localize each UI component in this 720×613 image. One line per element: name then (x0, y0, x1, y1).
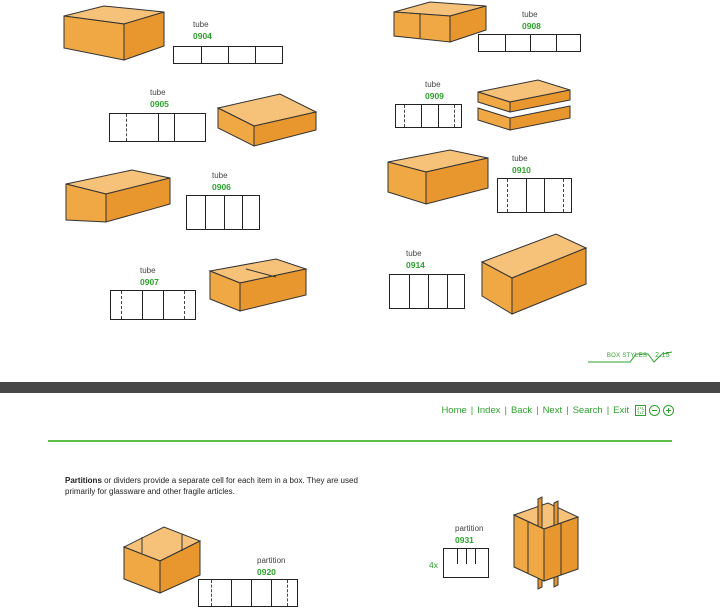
style-code-label: 0909 (425, 91, 444, 101)
flat-pattern-0904 (173, 46, 283, 64)
style-code-label: 0906 (212, 182, 231, 192)
style-code-label: 0910 (512, 165, 531, 175)
flat-pattern-0906 (186, 195, 260, 230)
nav-next-link[interactable]: Next (542, 405, 563, 416)
style-type-label: tube (406, 249, 422, 258)
flat-pattern-0909 (395, 104, 462, 128)
footer-section-label: BOX STYLES (606, 353, 648, 359)
intro-bold-term: Partitions (65, 476, 102, 485)
flat-pattern-0920 (198, 579, 298, 607)
box-illustration-0908 (393, 1, 487, 43)
catalog-page-bottom: Home | Index | Back | Next | Search | Ex… (0, 393, 720, 613)
style-code-label: 0904 (193, 31, 212, 41)
fit-page-icon[interactable] (635, 405, 646, 416)
flat-pattern-0905 (109, 113, 206, 142)
intro-text: or dividers provide a separate cell for … (65, 476, 358, 496)
box-illustration-0907 (208, 258, 308, 312)
nav-separator: | (606, 405, 610, 416)
style-code-label: 0908 (522, 21, 541, 31)
nav-separator: | (470, 405, 474, 416)
partition-illustration-0931 (512, 496, 580, 590)
footer-page-number: 2.15 (655, 352, 670, 359)
zoom-in-icon[interactable] (663, 405, 674, 416)
style-code-label: 0920 (257, 567, 276, 577)
style-type-label: tube (193, 20, 209, 29)
box-illustration-0904 (63, 5, 165, 61)
flat-pattern-0910 (497, 178, 572, 213)
box-illustration-0920 (122, 526, 202, 594)
page-separator (0, 382, 720, 393)
nav-index-link[interactable]: Index (477, 405, 501, 416)
nav-search-link[interactable]: Search (572, 405, 603, 416)
page-footer: BOX STYLES 2.15 (607, 352, 670, 359)
box-illustration-0910 (387, 149, 489, 205)
flat-pattern-0931 (443, 548, 489, 578)
zoom-out-icon[interactable] (649, 405, 660, 416)
quantity-multiplier: 4x (429, 560, 438, 570)
style-code-label: 0907 (140, 277, 159, 287)
nav-separator: | (536, 405, 539, 416)
navigation-bar: Home | Index | Back | Next | Search | Ex… (441, 405, 674, 416)
box-illustration-0914 (480, 233, 588, 315)
box-illustration-0909 (477, 79, 571, 131)
box-illustration-0906 (65, 169, 171, 223)
style-code-label: 0914 (406, 260, 425, 270)
style-type-label: partition (455, 524, 484, 533)
intro-paragraph: Partitions or dividers provide a separat… (65, 475, 385, 497)
flat-pattern-0907 (110, 290, 196, 320)
style-type-label: tube (140, 266, 156, 275)
catalog-page-top: tube 0904 tube 0908 tube 0905 tube 0909 (63, 1, 673, 363)
nav-exit-link[interactable]: Exit (613, 405, 629, 416)
flat-pattern-0908 (478, 34, 581, 52)
header-rule (48, 440, 672, 442)
style-type-label: tube (212, 171, 228, 180)
style-type-label: tube (425, 80, 441, 89)
box-illustration-0905 (216, 93, 318, 147)
style-type-label: tube (150, 88, 166, 97)
flat-pattern-0914 (389, 274, 465, 309)
style-code-label: 0905 (150, 99, 169, 109)
style-code-label: 0931 (455, 535, 474, 545)
nav-home-link[interactable]: Home (441, 405, 467, 416)
style-type-label: tube (512, 154, 528, 163)
footer-underline (588, 351, 673, 363)
style-type-label: partition (257, 556, 286, 565)
nav-back-link[interactable]: Back (510, 405, 533, 416)
nav-separator: | (504, 405, 507, 416)
nav-separator: | (566, 405, 569, 416)
style-type-label: tube (522, 10, 538, 19)
